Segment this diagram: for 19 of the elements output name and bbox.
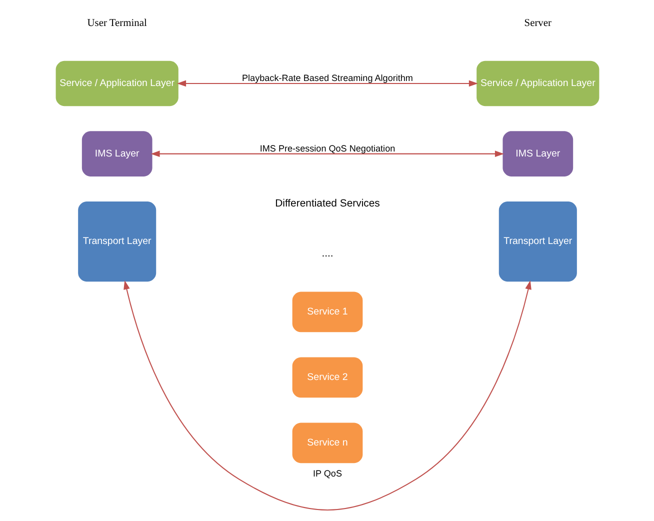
node-box: Service / Application Layer bbox=[476, 60, 599, 106]
edge-label: Playback-Rate Based Streaming Algorithm bbox=[242, 72, 412, 83]
arrow bbox=[123, 280, 531, 510]
edge-label: IP QoS bbox=[312, 468, 342, 479]
arrow bbox=[150, 150, 504, 157]
node-box: Transport Layer bbox=[78, 202, 156, 282]
node-box: Service n bbox=[292, 422, 362, 464]
label: Differentiated Services bbox=[274, 198, 380, 210]
node-box: Service 2 bbox=[292, 357, 362, 398]
label: Server bbox=[524, 18, 552, 29]
arrow bbox=[176, 80, 478, 87]
label: .... bbox=[321, 248, 333, 260]
node-box: IMS Layer bbox=[502, 131, 573, 176]
node-box: Transport Layer bbox=[498, 202, 576, 282]
node-box: Service / Application Layer bbox=[55, 60, 178, 106]
label: User Terminal bbox=[86, 18, 146, 29]
edge-label: IMS Pre-session QoS Negotiation bbox=[259, 143, 395, 154]
node-box: Service 1 bbox=[292, 292, 362, 332]
node-box: IMS Layer bbox=[81, 131, 152, 176]
